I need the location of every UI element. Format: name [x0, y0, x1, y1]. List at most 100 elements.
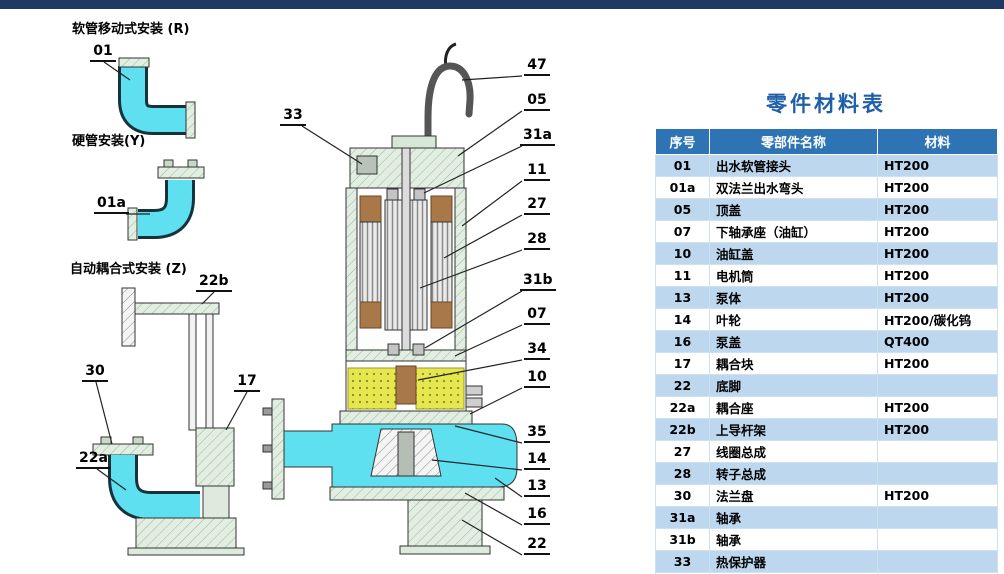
side-bolt [465, 397, 483, 408]
base-foot [407, 499, 483, 547]
thermal-protector [356, 155, 378, 175]
part-material-cell [877, 506, 998, 529]
callout-11: 11 [524, 163, 550, 181]
part-number-cell: 14 [655, 308, 710, 331]
callout-10: 10 [524, 370, 550, 388]
part-material-cell: HT200 [877, 352, 998, 375]
callout-31a: 31a [520, 128, 555, 146]
part-number-cell: 01a [655, 176, 710, 199]
part-name-cell: 泵盖 [709, 330, 878, 353]
part-number-cell: 22b [655, 418, 710, 441]
part-name-cell: 泵体 [709, 286, 878, 309]
part-material-cell: HT200 [877, 242, 998, 265]
part-material-cell [877, 440, 998, 463]
part-number-cell: 05 [655, 198, 710, 221]
callout-31b: 31b [520, 273, 556, 291]
part-number-cell: 33 [655, 550, 710, 573]
part-name-cell: 叶轮 [709, 308, 878, 331]
part-number-cell: 01 [655, 154, 710, 177]
part-material-cell [877, 528, 998, 551]
table-row: 34机械密封碳化硅-碳化硅/碳化硅-碳化硅 [655, 572, 998, 574]
part-name-cell: 法兰盘 [709, 484, 878, 507]
part-material-cell: HT200 [877, 484, 998, 507]
part-number-cell: 22a [655, 396, 710, 419]
impeller-hub [397, 431, 415, 477]
part-number-cell: 10 [655, 242, 710, 265]
part-name-cell: 线圈总成 [709, 440, 878, 463]
hose-install-diagram [118, 57, 196, 139]
callout-13: 13 [524, 479, 550, 497]
part-name-cell: 底脚 [709, 374, 878, 397]
part-material-cell [877, 550, 998, 573]
rigid-elbow-bolt [187, 159, 198, 168]
part-number-cell: 31a [655, 506, 710, 529]
rigid-elbow-top-flange [157, 166, 205, 179]
oil-fill [415, 367, 465, 410]
coupling-block [195, 427, 235, 487]
hose-elbow-right-flange [185, 101, 196, 139]
header-material: 材料 [877, 128, 998, 155]
header-part-name: 零部件名称 [709, 128, 878, 155]
callout-28: 28 [524, 232, 550, 250]
callout-01: 01 [90, 44, 116, 62]
coupling-flange-bolt [100, 436, 112, 445]
callout-30: 30 [82, 364, 108, 382]
coupling-column [202, 485, 230, 521]
part-name-cell: 顶盖 [709, 198, 878, 221]
base-foot-plate [399, 545, 491, 555]
flange-bolt [262, 481, 273, 490]
callout-17: 17 [234, 374, 260, 392]
hose-elbow-top-flange [118, 57, 150, 68]
part-name-cell: 双法兰出水弯头 [709, 176, 878, 199]
part-number-cell: 27 [655, 440, 710, 463]
part-name-cell: 下轴承座（油缸） [709, 220, 878, 243]
part-material-cell: HT200 [877, 176, 998, 199]
part-name-cell: 热保护器 [709, 550, 878, 573]
coupling-install-diagram [92, 287, 245, 556]
part-name-cell: 出水软管接头 [709, 154, 878, 177]
part-number-cell: 16 [655, 330, 710, 353]
stator-coil-end [430, 195, 453, 223]
part-material-cell [877, 462, 998, 485]
install-title-hose: 软管移动式安装 (R) [72, 22, 190, 37]
part-name-cell: 油缸盖 [709, 242, 878, 265]
part-material-cell: HT200 [877, 198, 998, 221]
part-material-cell [877, 374, 998, 397]
part-material-cell: 碳化硅-碳化硅/碳化硅-碳化硅 [877, 572, 998, 574]
upper-bearing [413, 188, 426, 201]
guide-rail [188, 313, 197, 431]
part-number-cell: 13 [655, 286, 710, 309]
part-name-cell: 电机筒 [709, 264, 878, 287]
motor-housing-wall [345, 187, 358, 351]
rigid-elbow-bolt [163, 159, 174, 168]
callout-01a: 01a [94, 196, 129, 214]
oil-chamber-cover [339, 410, 473, 425]
part-material-cell: QT400 [877, 330, 998, 353]
table-header-row: 序号 零部件名称 材料 [655, 128, 998, 155]
part-material-cell: HT200 [877, 396, 998, 419]
part-name-cell: 耦合块 [709, 352, 878, 375]
motor-housing-wall [454, 187, 467, 351]
stator-coil-end [359, 195, 382, 223]
callout-22a: 22a [76, 451, 111, 469]
wall-section [121, 287, 136, 347]
mechanical-seal [395, 365, 417, 405]
callout-07: 07 [524, 307, 550, 325]
callout-34: 34 [524, 342, 550, 360]
callout-27: 27 [524, 197, 550, 215]
callout-22: 22 [524, 537, 550, 555]
part-name-cell: 上导杆架 [709, 418, 878, 441]
